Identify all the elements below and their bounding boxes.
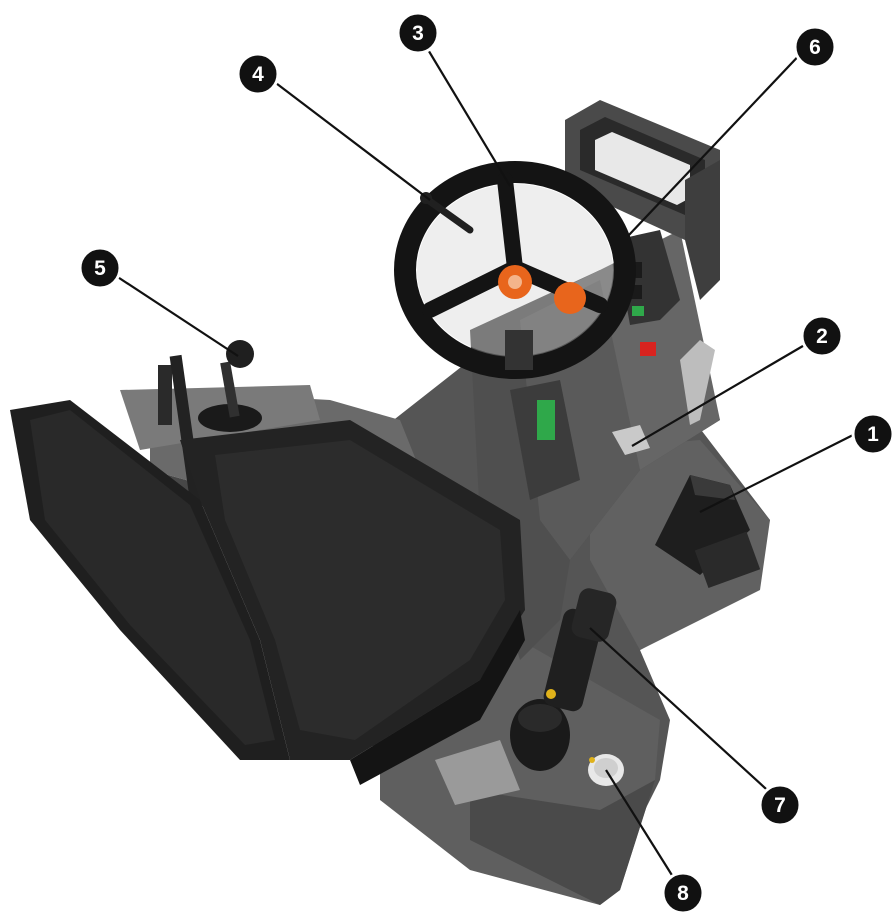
green-board <box>537 400 555 440</box>
leader-lines <box>103 32 856 889</box>
callout-5-label: 5 <box>94 257 106 280</box>
callout-4-label: 4 <box>252 63 264 86</box>
display-unit <box>565 100 720 300</box>
leader-line-3 <box>417 32 511 187</box>
callout-2: 2 <box>800 314 844 358</box>
callout-8-label: 8 <box>677 882 689 905</box>
pedal-mount <box>612 425 650 455</box>
leader-line-6 <box>627 46 808 237</box>
leader-line-5 <box>103 267 239 357</box>
pedal-bracket <box>612 340 715 455</box>
callout-1-label: 1 <box>867 423 879 446</box>
operator-seat <box>10 400 525 785</box>
leader-line-8 <box>605 769 681 889</box>
callout-4: 4 <box>236 52 280 96</box>
callout-7: 7 <box>758 783 802 827</box>
turn-signal-lever <box>424 196 474 234</box>
callout-1: 1 <box>851 412 893 456</box>
foot-pedal <box>655 475 761 589</box>
callout-6-label: 6 <box>809 36 821 59</box>
steering-wheel <box>394 161 636 379</box>
callout-badges: 1 2 3 4 5 6 7 8 <box>78 11 893 915</box>
display-screen <box>595 132 690 205</box>
callout-5: 5 <box>78 246 122 290</box>
callout-3-label: 3 <box>412 22 424 45</box>
callout-2-label: 2 <box>816 325 828 348</box>
leader-line-7 <box>589 627 777 799</box>
joystick <box>510 588 617 771</box>
leader-line-2 <box>631 335 821 447</box>
leader-line-1 <box>699 433 856 513</box>
callout-8: 8 <box>661 871 705 915</box>
red-switch <box>640 342 656 356</box>
callout-7-label: 7 <box>774 794 786 817</box>
callout-6: 6 <box>793 25 837 69</box>
steering-knob <box>554 282 586 314</box>
gear-lever-knob <box>226 340 254 368</box>
leader-line-4 <box>263 73 431 201</box>
callout-3: 3 <box>396 11 440 55</box>
